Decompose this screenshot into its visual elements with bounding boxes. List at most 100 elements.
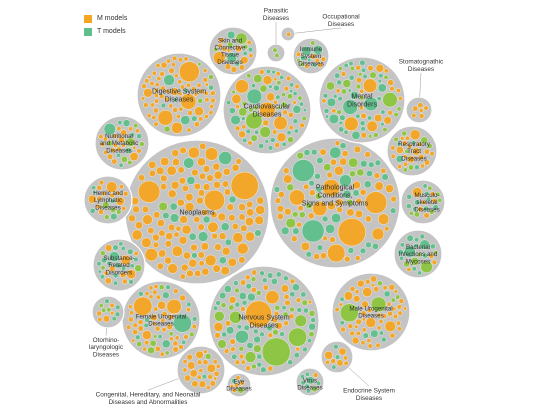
model-bubble xyxy=(114,262,122,269)
model-bubble xyxy=(204,254,217,267)
model-bubble xyxy=(112,244,119,251)
model-bubble xyxy=(343,129,349,135)
model-bubble xyxy=(253,344,262,353)
group-label-line: Diseases xyxy=(401,155,426,162)
model-bubble xyxy=(104,214,110,220)
model-bubble xyxy=(223,285,232,293)
group-eye xyxy=(226,372,252,398)
model-bubble xyxy=(192,316,198,322)
model-bubble xyxy=(218,256,227,265)
model-bubble xyxy=(282,311,289,318)
model-bubble xyxy=(184,202,195,212)
model-bubble xyxy=(414,211,420,218)
model-bubble xyxy=(141,237,152,248)
model-bubble xyxy=(264,139,269,144)
model-bubble xyxy=(390,145,396,151)
model-bubble xyxy=(283,86,289,92)
model-bubble xyxy=(341,88,347,95)
model-bubble xyxy=(284,299,291,306)
model-bubble xyxy=(325,114,330,119)
model-bubble xyxy=(180,115,191,125)
model-bubble xyxy=(244,351,257,363)
model-bubble xyxy=(125,137,135,147)
model-bubble xyxy=(167,189,177,199)
model-bubble xyxy=(337,66,343,71)
group-label-line: Diseases xyxy=(250,322,279,329)
model-bubble xyxy=(396,88,402,94)
model-bubble xyxy=(372,242,379,250)
model-bubble xyxy=(136,148,142,154)
model-bubble xyxy=(102,315,110,323)
model-bubble xyxy=(353,295,361,303)
model-bubble xyxy=(400,136,405,141)
model-bubble xyxy=(294,84,300,90)
model-bubble xyxy=(301,299,308,306)
model-bubble xyxy=(267,332,273,338)
model-bubble xyxy=(142,330,152,340)
group-label-line: Nutritional xyxy=(105,133,133,140)
group-label-line: Female Urogenital xyxy=(136,314,187,321)
model-bubble xyxy=(110,147,116,153)
group-label-line: Tract xyxy=(407,148,421,155)
model-bubble xyxy=(376,96,382,102)
model-bubble xyxy=(231,163,240,172)
model-bubble xyxy=(339,296,345,302)
group-otorhinolaryngologic xyxy=(91,295,125,329)
model-bubble xyxy=(231,388,237,393)
model-bubble xyxy=(102,201,110,209)
model-bubble xyxy=(350,91,359,100)
model-bubble xyxy=(267,145,274,151)
model-bubble xyxy=(368,161,375,168)
model-bubble xyxy=(302,346,308,353)
model-bubble xyxy=(222,167,231,176)
group-label-line: Disorders xyxy=(106,269,132,276)
model-bubble xyxy=(191,324,197,330)
model-bubble xyxy=(423,105,429,111)
model-bubble xyxy=(403,260,410,268)
group-label-line: Diseases xyxy=(253,111,282,118)
model-bubble xyxy=(193,92,199,97)
model-bubble xyxy=(389,86,395,92)
model-bubble xyxy=(193,121,200,128)
model-bubble xyxy=(111,316,117,322)
model-bubble xyxy=(396,106,402,112)
model-bubble xyxy=(229,338,236,345)
model-bubble xyxy=(244,217,254,227)
model-bubble xyxy=(384,226,390,232)
model-bubble xyxy=(154,345,161,352)
model-bubble xyxy=(253,328,259,335)
model-bubble xyxy=(246,208,255,217)
model-bubble xyxy=(421,199,427,205)
model-bubble xyxy=(315,186,323,193)
model-bubble xyxy=(382,127,388,133)
model-bubble xyxy=(386,301,392,307)
model-bubble xyxy=(296,58,301,63)
model-bubble xyxy=(169,213,180,223)
group-label-line: Tissue xyxy=(221,52,240,59)
model-bubble xyxy=(255,205,266,215)
group-label-line: Neoplasms xyxy=(179,209,215,216)
model-bubble xyxy=(149,339,157,347)
group-stomatognathic xyxy=(405,96,433,124)
model-bubble xyxy=(218,151,233,165)
model-bubble xyxy=(220,222,230,232)
model-bubble xyxy=(355,330,361,336)
model-bubble xyxy=(221,46,227,52)
model-bubble xyxy=(380,109,386,115)
model-bubble xyxy=(360,112,367,120)
model-bubble xyxy=(112,133,118,139)
model-bubble xyxy=(405,203,412,209)
model-bubble xyxy=(133,296,153,316)
model-bubble xyxy=(160,183,168,191)
model-bubble xyxy=(256,353,263,360)
model-bubble xyxy=(103,150,108,155)
model-bubble xyxy=(420,260,433,274)
model-bubble xyxy=(273,99,278,105)
model-bubble xyxy=(292,91,298,96)
model-bubble xyxy=(184,374,191,382)
model-bubble xyxy=(344,116,359,132)
model-bubble xyxy=(160,61,168,69)
model-bubble xyxy=(326,171,333,179)
model-bubble xyxy=(277,191,285,198)
